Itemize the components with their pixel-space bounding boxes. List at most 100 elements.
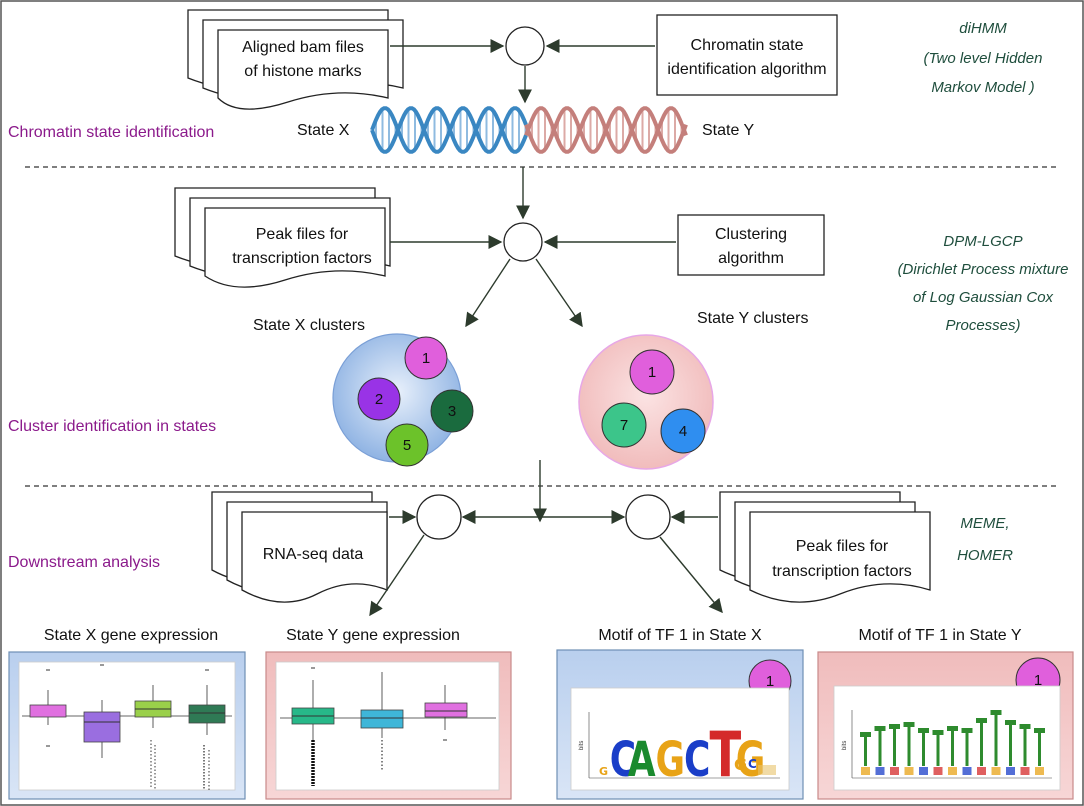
motif-y-letter-top — [976, 718, 987, 723]
motif-y-letter-stem — [893, 729, 896, 766]
stage2-arrow-y — [535, 258, 583, 328]
motif-y-letter-top — [874, 726, 886, 731]
stage3-peak-label-1: Peak files for — [796, 538, 889, 555]
panel-title-motif-x: Motif of TF 1 in State X — [598, 627, 762, 644]
motif-x-letter-3: G — [656, 733, 686, 788]
state-y-cluster-group: 1 7 4 — [578, 334, 714, 470]
state-x-expression-panel — [8, 651, 246, 800]
stage3-method-1: MEME, — [960, 515, 1009, 532]
dna-helix — [370, 106, 688, 154]
state-x-label: State X — [297, 122, 350, 139]
cluster-y-1: 1 — [629, 349, 675, 395]
motif-x-panel: 1 bits G C A G C T G G C — [556, 649, 804, 800]
motif-y-panel: 1 bits — [817, 651, 1074, 800]
motif-y-letter-stem — [1009, 725, 1012, 766]
stage1-input-files: Aligned bam files of histone marks — [187, 9, 404, 110]
motif-y-badge: 1 — [1034, 672, 1042, 689]
panel-title-motif-y: Motif of TF 1 in State Y — [858, 627, 1021, 644]
motif-y-letter-stem — [878, 731, 882, 766]
motif-y-letter-stem — [965, 733, 969, 766]
stage1-algo-label-2: identification algorithm — [667, 61, 826, 78]
section-label-clusters: Cluster identification in states — [8, 418, 216, 435]
dna-strand-y-2 — [524, 106, 688, 154]
motif-y-letter-small — [948, 767, 957, 775]
motif-y-logo — [860, 710, 1045, 775]
state-y-clusters-label: State Y clusters — [697, 310, 808, 327]
motif-x-letter-2: A — [628, 733, 656, 788]
stage1-input-label-1: Aligned bam files — [242, 39, 364, 56]
arrow-to-motif-x — [659, 536, 723, 614]
stage2-algorithm-box: Clustering algorithm — [677, 214, 825, 276]
stage2-method-1: DPM-LGCP — [943, 233, 1022, 250]
motif-y-letter-stem — [994, 715, 998, 766]
stage1-input-label-2: of histone marks — [244, 63, 361, 80]
motif-x-letter-6: G — [736, 733, 766, 788]
motif-y-letter-stem — [980, 723, 983, 766]
motif-x-letter-8: C — [748, 757, 757, 771]
motif-y-letter-top — [918, 728, 929, 733]
cluster-x-3-label: 3 — [448, 403, 456, 420]
cluster-y-7-label: 7 — [620, 417, 628, 434]
motif-y-letter-small — [1035, 767, 1044, 775]
state-x-cluster-group: 1 2 3 5 — [332, 333, 474, 467]
state-y-label: State Y — [702, 122, 755, 139]
cluster-x-5-label: 5 — [403, 437, 411, 454]
cluster-x-5: 5 — [385, 423, 429, 467]
motif-y-letter-small — [904, 767, 914, 775]
cluster-x-3: 3 — [430, 389, 474, 433]
stage2-merge-node — [503, 222, 543, 262]
motif-y-letter-stem — [907, 727, 911, 766]
motif-y-letter-stem — [922, 733, 925, 766]
stage3-rna-node — [416, 494, 462, 540]
motif-y-letter-small — [991, 767, 1001, 775]
motif-y-letter-stem — [864, 737, 867, 766]
motif-y-letter-top — [1019, 724, 1031, 729]
cluster-y-4: 4 — [660, 408, 706, 454]
stage2-algo-label-1: Clustering — [715, 226, 787, 243]
stage1-algo-label-1: Chromatin state — [691, 37, 804, 54]
motif-y-letter-stem — [951, 731, 954, 766]
stage2-input-files: Peak files for transcription factors — [174, 187, 391, 288]
stage1-merge-node — [505, 26, 545, 66]
stage2-input-label-2: transcription factors — [232, 250, 372, 267]
section-label-chromatin: Chromatin state identification — [8, 124, 214, 141]
stage1-method-3: Markov Model ) — [931, 79, 1034, 96]
motif-y-letter-top — [889, 724, 900, 729]
motif-y-letter-small — [875, 767, 885, 775]
stage3-method-2: HOMER — [957, 547, 1013, 564]
section-label-downstream: Downstream analysis — [8, 554, 160, 571]
stage1-algorithm-box: Chromatin state identification algorithm — [656, 14, 838, 96]
rna-seq-files: RNA-seq data — [211, 491, 388, 603]
stage2-method-2: (Dirichlet Process mixture — [898, 261, 1069, 278]
stage1-method-1: diHMM — [959, 20, 1007, 37]
motif-y-letter-stem — [1023, 729, 1027, 766]
svg-text:G: G — [599, 765, 608, 778]
motif-y-axis-label: bits — [842, 741, 848, 750]
motif-x-logo: G C A G C T G G C — [599, 718, 776, 791]
rna-seq-label: RNA-seq data — [263, 546, 364, 563]
arrow-to-state-y-expr — [369, 534, 425, 617]
stage3-peak-files: Peak files for transcription factors — [719, 491, 931, 603]
cluster-x-1-label: 1 — [422, 350, 430, 367]
cluster-x-2-label: 2 — [375, 391, 383, 408]
motif-y-letter-top — [932, 730, 944, 735]
motif-y-letter-small — [890, 767, 899, 775]
motif-y-letter-small — [962, 767, 972, 775]
dna-strand-x-2 — [370, 106, 528, 154]
motif-y-letter-small — [919, 767, 928, 775]
cluster-x-1: 1 — [404, 336, 448, 380]
motif-y-letter-small — [1020, 767, 1030, 775]
motif-y-letter-top — [1034, 728, 1045, 733]
motif-x-axis-label: bits — [579, 741, 585, 750]
state-x-clusters-label: State X clusters — [253, 317, 365, 334]
motif-y-letter-top — [1005, 720, 1016, 725]
motif-x-letter-5: T — [710, 718, 742, 790]
motif-y-letter-top — [961, 728, 973, 733]
motif-y-letter-small — [933, 767, 943, 775]
motif-y-letter-small — [977, 767, 986, 775]
stage2-input-label-1: Peak files for — [256, 226, 349, 243]
motif-x-letter-1: C — [610, 733, 636, 788]
